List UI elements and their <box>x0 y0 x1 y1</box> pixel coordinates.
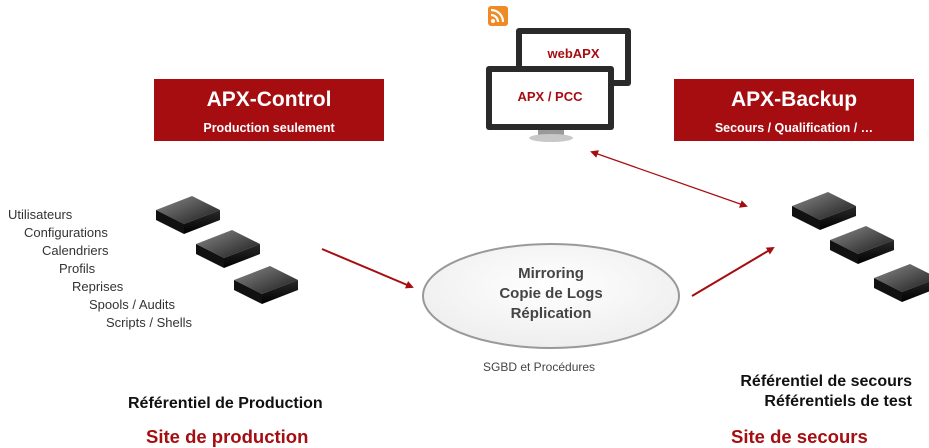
arrow-center-to-backup <box>691 246 775 297</box>
apx-control-title: APX-Control <box>206 88 332 111</box>
server-icon <box>792 192 856 230</box>
back-monitor-label: webAPX <box>547 46 600 61</box>
server-icon <box>156 196 220 234</box>
arrow-monitor-backup <box>590 150 748 208</box>
item-scripts-shells: Scripts / Shells <box>106 315 192 330</box>
item-configurations: Configurations <box>24 225 108 240</box>
secours-site: Site de secours <box>731 426 868 447</box>
rss-icon <box>488 6 508 26</box>
server-icon <box>874 264 929 302</box>
server-icon <box>196 230 260 268</box>
item-calendriers: Calendriers <box>42 243 109 258</box>
secours-referential: Référentiel de secours <box>740 373 912 390</box>
production-referential: Référentiel de Production <box>128 395 323 412</box>
backup-servers <box>792 192 929 302</box>
server-icon <box>830 226 894 264</box>
server-icon <box>234 266 298 304</box>
item-reprises: Reprises <box>72 279 124 294</box>
item-profils: Profils <box>59 261 96 276</box>
apx-control-subtitle: Production seulement <box>203 121 335 135</box>
replication-label: Mirroring Copie de Logs Réplication <box>451 264 651 324</box>
apx-control-box: APX-Control Production seulement <box>154 79 384 141</box>
production-servers <box>156 196 298 304</box>
apx-backup-title: APX-Backup <box>730 88 858 111</box>
test-referential: Référentiels de test <box>764 393 912 410</box>
front-monitor-label: APX / PCC <box>517 89 583 104</box>
apx-backup-subtitle: Secours / Qualification / … <box>714 121 874 135</box>
monitor-group: webAPX APX / PCC <box>480 4 640 144</box>
front-monitor <box>486 66 614 142</box>
item-spools-audits: Spools / Audits <box>89 297 175 312</box>
sgbd-caption: SGBD et Procédures <box>483 360 596 374</box>
replication-line-label: Réplication <box>510 305 592 322</box>
item-utilisateurs: Utilisateurs <box>8 207 73 222</box>
copie-logs-label: Copie de Logs <box>499 285 603 302</box>
arrow-prod-to-center <box>321 248 414 289</box>
mirroring-label: Mirroring <box>518 265 584 282</box>
production-site: Site de production <box>146 426 309 447</box>
replication-ellipse <box>422 243 680 349</box>
apx-backup-box: APX-Backup Secours / Qualification / … <box>674 79 914 141</box>
